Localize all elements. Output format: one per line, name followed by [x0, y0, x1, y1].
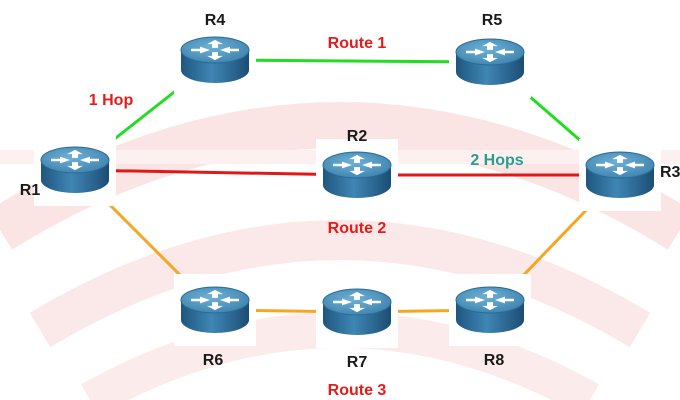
link-r1-r2 [73, 168, 359, 177]
router-arrows-icon [191, 289, 239, 311]
label-route3: Route 3 [328, 382, 387, 399]
router-label-r1: R1 [20, 182, 41, 199]
label-hops2: 2 Hops [470, 152, 523, 169]
router-arrows-icon [333, 154, 381, 176]
label-route2: Route 2 [328, 220, 387, 237]
router-r5 [449, 26, 531, 98]
router-arrows-icon [466, 289, 514, 311]
router-label-r3: R3 [660, 164, 680, 181]
label-route1: Route 1 [328, 35, 387, 52]
router-label-r2: R2 [347, 128, 368, 145]
router-arrows-icon [466, 41, 514, 63]
router-r6 [174, 274, 256, 346]
router-arrows-icon [596, 154, 644, 176]
router-r3 [579, 139, 661, 211]
routers-layer [34, 24, 661, 348]
router-label-r4: R4 [205, 12, 226, 29]
link-r4-r5 [213, 58, 492, 64]
router-label-r8: R8 [484, 352, 505, 369]
router-arrows-icon [191, 39, 239, 61]
router-label-r7: R7 [347, 354, 368, 371]
router-r8 [449, 274, 531, 346]
router-r1 [34, 134, 116, 206]
router-label-r5: R5 [482, 12, 503, 29]
router-arrows-icon [51, 149, 99, 171]
label-hop1: 1 Hop [89, 92, 134, 109]
router-label-r6: R6 [203, 352, 224, 369]
router-r4 [174, 24, 256, 96]
router-r2 [316, 139, 398, 211]
router-arrows-icon [333, 291, 381, 313]
router-r7 [316, 276, 398, 348]
